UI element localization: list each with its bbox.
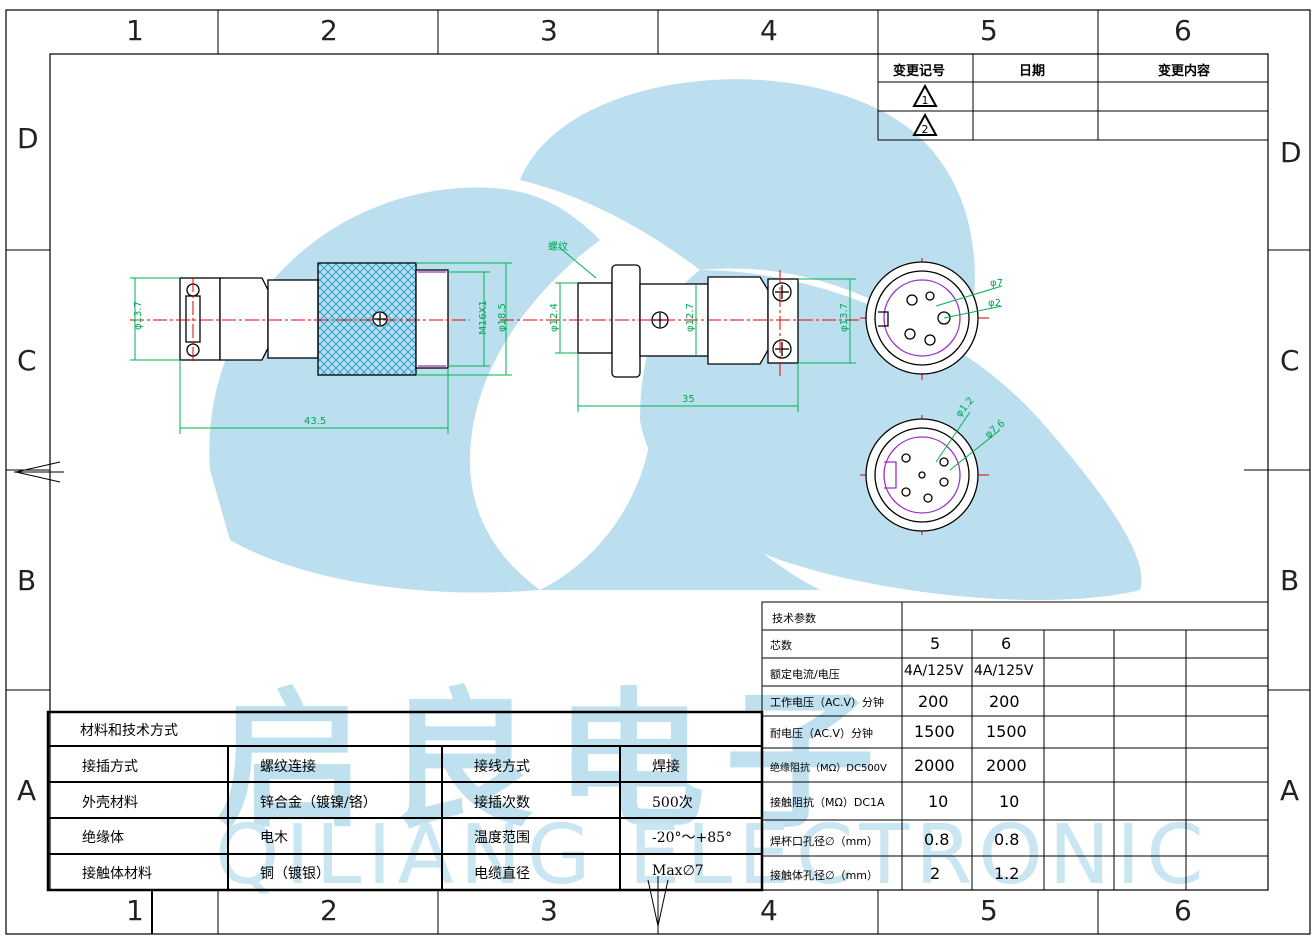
- tech-param-value-a: 200: [918, 692, 949, 711]
- revision-header-content: 变更内容: [1158, 64, 1211, 79]
- tech-param-label: 焊杯口孔径∅（mm）: [770, 835, 879, 848]
- zone-col-4-bottom: 4: [760, 894, 778, 927]
- materials-value-1: 电木: [260, 830, 288, 846]
- dim-length-plug: 43.5: [304, 416, 327, 427]
- tech-param-value-a: 10: [928, 792, 949, 811]
- zone-col-5-top: 5: [980, 14, 998, 47]
- materials-value-2: -20°～+85°: [652, 830, 733, 846]
- tech-param-label: 接触阻抗（MΩ）DC1A: [770, 796, 885, 809]
- plug-side-view: [179, 262, 449, 376]
- tech-param-value-b: 4A/125V: [974, 663, 1034, 679]
- tech-param-label: 绝缘阻抗（MΩ）DC500V: [770, 763, 887, 774]
- face-view-1: [865, 261, 979, 375]
- zone-row-b-left: B: [17, 564, 37, 597]
- tech-param-value-b: 1500: [986, 722, 1027, 741]
- zone-row-c-left: C: [17, 344, 37, 377]
- zone-row-a-left: A: [17, 774, 37, 807]
- revision-mark-number: 1: [922, 94, 929, 107]
- materials-key-1: 接触体材料: [82, 866, 152, 882]
- revision-triangle-icon: 2: [912, 112, 938, 136]
- tech-param-label: 工作电压（AC.V）分钟: [770, 696, 885, 709]
- revision-mark-row-1: 1: [912, 83, 938, 112]
- zone-row-c-right: C: [1280, 344, 1300, 377]
- tech-param-label: 额定电流/电压: [770, 668, 840, 681]
- materials-value-2: 焊接: [652, 759, 680, 775]
- tech-param-value-b: 200: [989, 692, 1020, 711]
- materials-value-2: 500次: [652, 795, 693, 811]
- tech-param-value-b: 10: [999, 792, 1020, 811]
- materials-key-2: 温度范围: [474, 830, 530, 846]
- revision-mark-number: 2: [922, 123, 929, 136]
- tech-param-label: 芯数: [770, 639, 792, 652]
- zone-col-5-bottom: 5: [980, 894, 998, 927]
- zone-col-4-top: 4: [760, 14, 778, 47]
- tech-param-value-b: 6: [1001, 634, 1012, 653]
- tech-param-value-a: 1500: [914, 722, 955, 741]
- dim-face-pin: φ2: [988, 298, 1001, 309]
- revision-triangle-icon: 1: [912, 83, 938, 107]
- tech-param-label: 耐电压（AC.V）分钟: [770, 727, 874, 740]
- materials-table-title: 材料和技术方式: [80, 723, 178, 739]
- materials-value-2: Max∅7: [652, 863, 704, 879]
- zone-col-1-top: 1: [126, 14, 144, 47]
- zone-col-2-bottom: 2: [320, 894, 338, 927]
- socket-side-view: [577, 264, 799, 378]
- materials-key-1: 接插方式: [82, 759, 138, 775]
- tech-param-value-a: 0.8: [924, 830, 950, 849]
- zone-row-a-right: A: [1280, 774, 1300, 807]
- materials-value-1: 铜（镀银）: [260, 866, 330, 882]
- materials-key-1: 绝缘体: [82, 830, 124, 846]
- zone-col-2-top: 2: [320, 14, 338, 47]
- tech-param-value-a: 5: [930, 634, 941, 653]
- materials-key-1: 外壳材料: [82, 795, 138, 811]
- materials-key-2: 电缆直径: [474, 866, 530, 882]
- tech-param-value-a: 2000: [914, 756, 955, 775]
- materials-key-2: 接线方式: [474, 759, 530, 775]
- zone-col-3-top: 3: [540, 14, 558, 47]
- dim-length-socket: 35: [682, 394, 695, 405]
- zone-col-6-bottom: 6: [1174, 894, 1192, 927]
- tech-param-label: 接触体孔径∅（mm）: [770, 869, 879, 882]
- materials-key-2: 接插次数: [474, 795, 530, 811]
- zone-row-b-right: B: [1280, 564, 1300, 597]
- tech-param-value-a: 4A/125V: [904, 663, 964, 679]
- tech-param-value-b: 2000: [986, 756, 1027, 775]
- revision-mark-row-2: 2: [912, 112, 938, 141]
- tech-param-value-b: 1.2: [994, 864, 1020, 883]
- tech-param-value-b: 0.8: [994, 830, 1020, 849]
- materials-value-1: 锌合金（镀镍/铬）: [260, 795, 377, 811]
- revision-header-date: 日期: [1019, 64, 1046, 79]
- zone-row-d-right: D: [1280, 136, 1302, 169]
- zone-col-6-top: 6: [1174, 14, 1192, 47]
- zone-col-3-bottom: 3: [540, 894, 558, 927]
- dim-thread-label: 螺纹: [548, 242, 568, 253]
- tech-params-title: 技术参数: [772, 612, 816, 625]
- zone-row-d-left: D: [17, 122, 39, 155]
- face-view-2: [865, 418, 979, 532]
- tech-param-value-a: 2: [930, 864, 941, 883]
- zone-col-1-bottom: 1: [126, 894, 144, 927]
- dim-face-outer: φ7: [990, 278, 1003, 289]
- materials-value-1: 螺纹连接: [260, 759, 316, 775]
- revision-header-mark: 变更记号: [893, 64, 946, 79]
